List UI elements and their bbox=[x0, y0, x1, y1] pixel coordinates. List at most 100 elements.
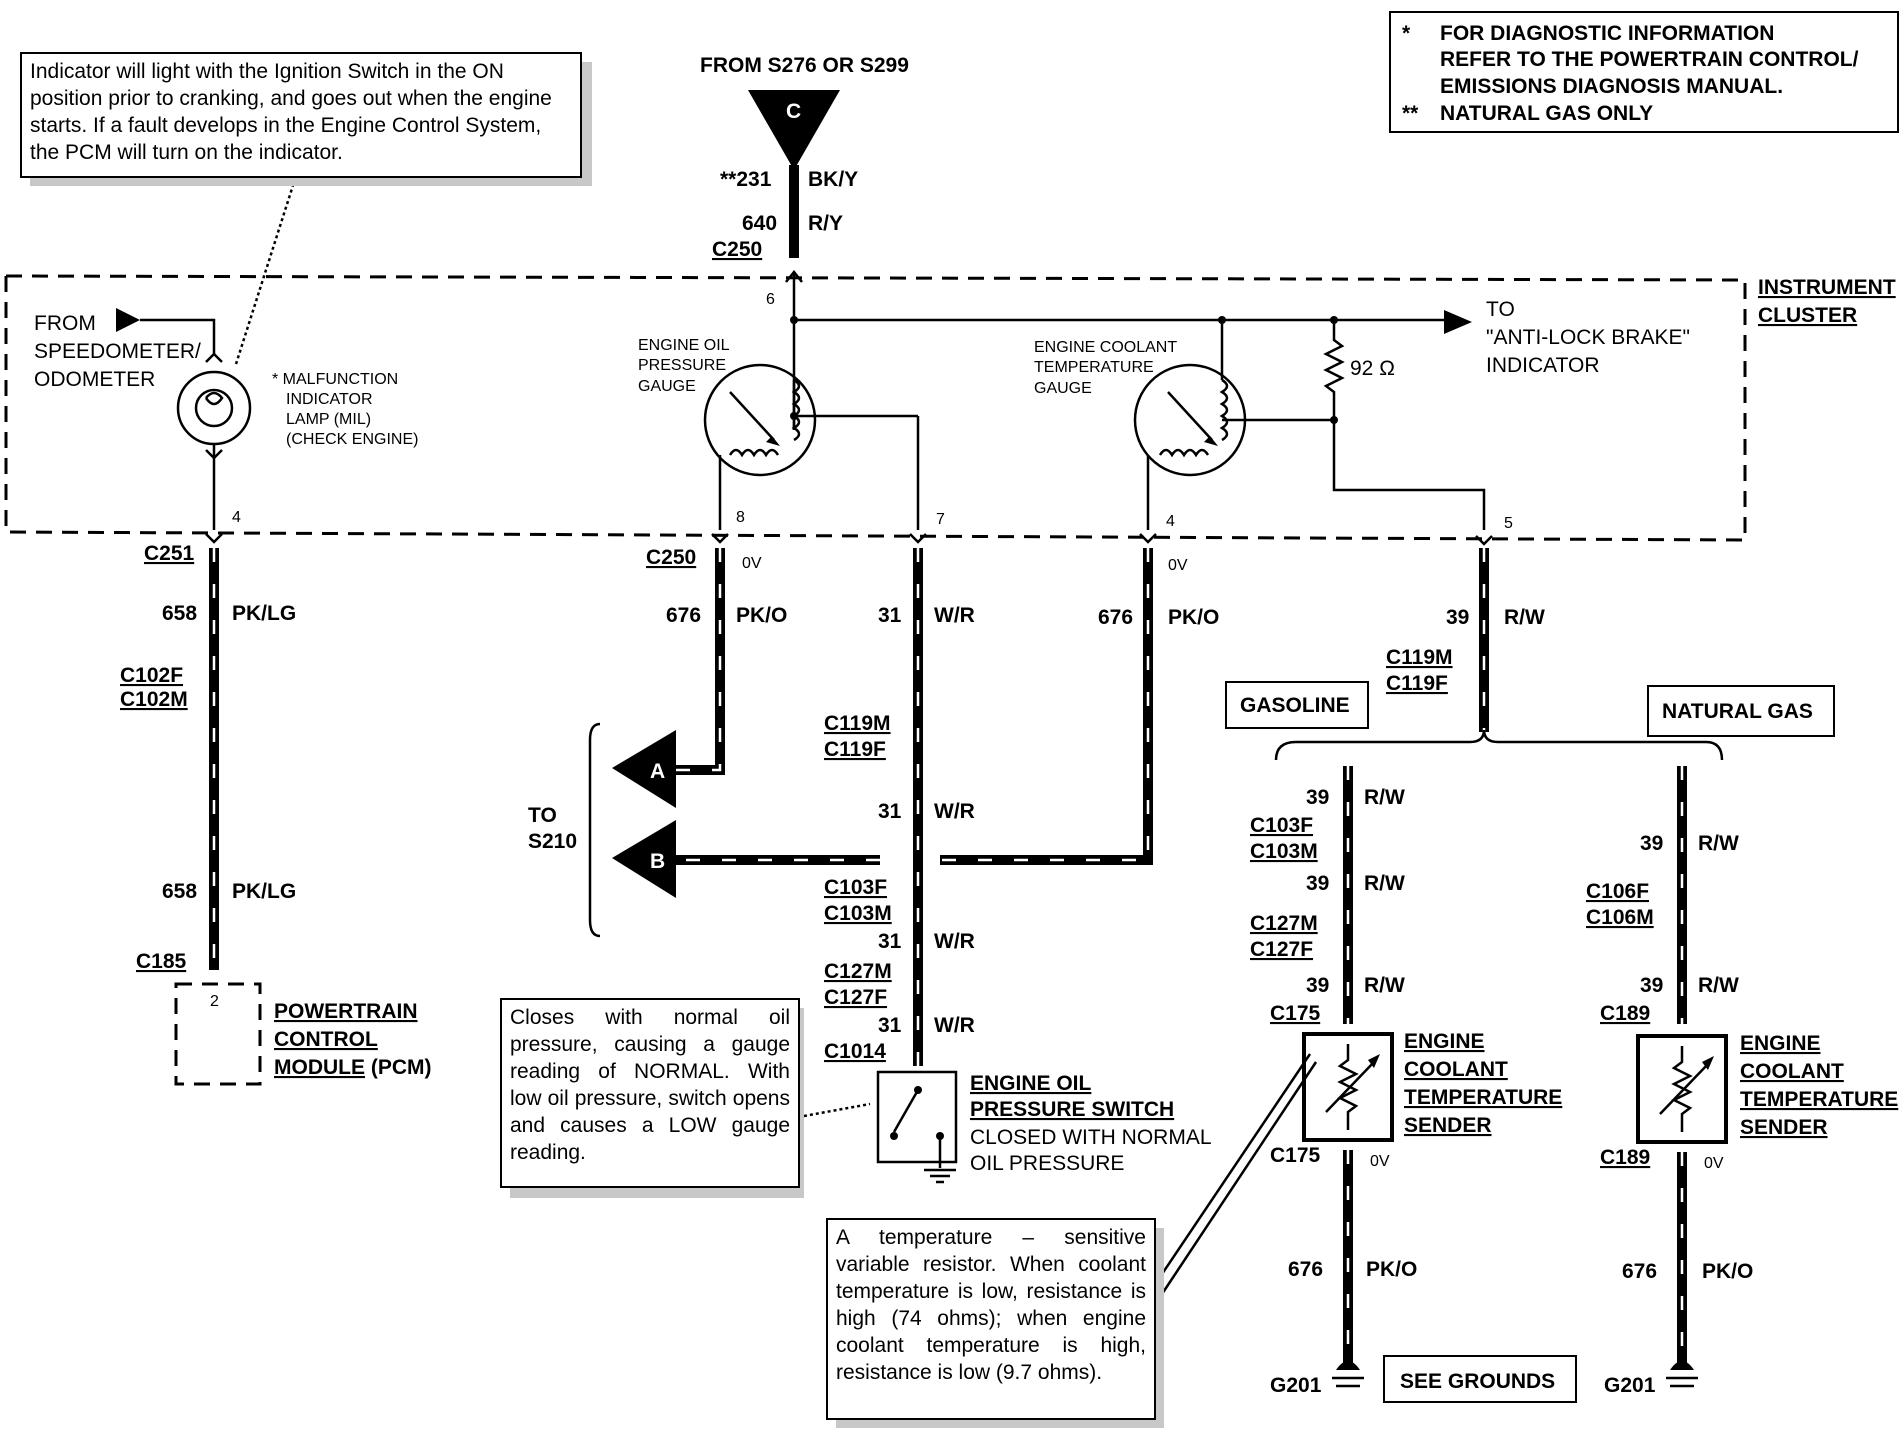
connector-label: C102M bbox=[120, 688, 188, 711]
oil-switch-note: Closes with normal oil pressure, causing… bbox=[500, 998, 800, 1188]
wire-color: PK/O bbox=[1168, 606, 1219, 629]
natural-gas-box bbox=[1647, 685, 1835, 737]
connector-label: C175 bbox=[1270, 1002, 1321, 1025]
sender-label: COOLANT bbox=[1740, 1060, 1844, 1083]
voltage-label: 0V bbox=[1168, 557, 1188, 574]
connector-a-arrow bbox=[612, 730, 676, 808]
wire-number: 31 bbox=[878, 800, 902, 823]
wire-number: 658 bbox=[162, 880, 197, 903]
wire-color: R/W bbox=[1504, 606, 1545, 629]
diagnostic-note-box: * FOR DIAGNOSTIC INFORMATION REFER TO TH… bbox=[1389, 11, 1899, 133]
ground-icon bbox=[1666, 1361, 1698, 1388]
speedo-arrow bbox=[116, 308, 140, 332]
pin-number: 8 bbox=[736, 509, 745, 526]
source-label: FROM S276 OR S299 bbox=[700, 54, 909, 77]
note-marker: ** bbox=[1402, 102, 1419, 125]
abs-label: INDICATOR bbox=[1486, 354, 1600, 377]
split-bracket bbox=[1274, 729, 1724, 761]
connector-label: C250 bbox=[646, 546, 696, 569]
wire-color: R/W bbox=[1698, 974, 1739, 997]
wire-color: R/W bbox=[1364, 872, 1405, 895]
mil-label: (CHECK ENGINE) bbox=[286, 431, 418, 448]
pin-number: 4 bbox=[1166, 513, 1175, 530]
callout-leader bbox=[234, 175, 298, 365]
sender-label: COOLANT bbox=[1404, 1058, 1508, 1081]
connector-c-label: C bbox=[786, 100, 801, 123]
connector-label: C185 bbox=[136, 950, 187, 973]
connector-label: C102F bbox=[120, 664, 183, 687]
note-line: EMISSIONS DIAGNOSIS MANUAL. bbox=[1440, 75, 1783, 98]
wire-number: 676 bbox=[666, 604, 701, 627]
wire-number: 39 bbox=[1306, 786, 1329, 809]
oil-switch-label: CLOSED WITH NORMAL bbox=[970, 1126, 1212, 1149]
mil-lamp-icon bbox=[176, 352, 252, 460]
oil-switch-label: ENGINE OIL bbox=[970, 1072, 1092, 1095]
pin-number: 6 bbox=[766, 291, 775, 308]
mil-label: INDICATOR bbox=[286, 391, 373, 408]
wire-number: 31 bbox=[878, 930, 902, 953]
pcm-label-module: MODULE bbox=[274, 1056, 365, 1079]
sender-label: TEMPERATURE bbox=[1404, 1086, 1562, 1109]
connector-label: C103F bbox=[1250, 814, 1313, 837]
coolant-gauge-label: TEMPERATURE bbox=[1034, 359, 1154, 376]
connector-symbol bbox=[1475, 535, 1493, 546]
connector-label: C127F bbox=[824, 986, 887, 1009]
wire-color: R/W bbox=[1698, 832, 1739, 855]
connector-label: C127F bbox=[1250, 938, 1313, 961]
speedo-label: FROM bbox=[34, 312, 96, 335]
connector-label: C119M bbox=[1386, 646, 1453, 669]
oil-pressure-gauge-icon bbox=[703, 363, 817, 477]
connector-label: C103M bbox=[1250, 840, 1318, 863]
coolant-gauge-label: ENGINE COOLANT bbox=[1034, 339, 1177, 356]
connector-b-arrow bbox=[612, 820, 676, 898]
wire-number: 640 bbox=[742, 212, 777, 235]
see-grounds-label: SEE GROUNDS bbox=[1400, 1370, 1555, 1393]
connector-label: C103M bbox=[824, 902, 892, 925]
wire-color: W/R bbox=[934, 800, 975, 823]
pcm-label: POWERTRAIN bbox=[274, 1000, 418, 1023]
abs-label: "ANTI-LOCK BRAKE" bbox=[1486, 326, 1690, 349]
note-marker: * bbox=[1402, 22, 1411, 45]
connector-symbol bbox=[1139, 533, 1157, 544]
junction-dot bbox=[1330, 416, 1338, 424]
wire-number: 39 bbox=[1446, 606, 1469, 629]
wire-color: W/R bbox=[934, 930, 975, 953]
wire-number: 39 bbox=[1640, 832, 1663, 855]
pcm-label-abbr: (PCM) bbox=[365, 1056, 432, 1079]
connector-label: C189 bbox=[1600, 1146, 1650, 1169]
s210-label: TO bbox=[528, 804, 557, 827]
instrument-cluster-boundary bbox=[4, 274, 1747, 542]
connector-label: C1014 bbox=[824, 1040, 886, 1063]
gasoline-box bbox=[1225, 681, 1369, 729]
mil-note: Indicator will light with the Ignition S… bbox=[20, 52, 582, 178]
connector-a-label: A bbox=[650, 760, 665, 783]
oil-gauge-label: PRESSURE bbox=[638, 357, 726, 374]
pcm-box bbox=[174, 982, 262, 1086]
wire-number: 676 bbox=[1622, 1260, 1657, 1283]
wire-color: R/W bbox=[1364, 974, 1405, 997]
connector-label: C189 bbox=[1600, 1002, 1650, 1025]
wire-number: 676 bbox=[1098, 606, 1133, 629]
oil-switch-label: PRESSURE SWITCH bbox=[970, 1098, 1174, 1121]
abs-label: TO bbox=[1486, 298, 1515, 321]
oil-pressure-switch-icon bbox=[876, 1070, 958, 1184]
abs-arrow bbox=[1444, 310, 1472, 334]
wire-stripe bbox=[668, 548, 722, 772]
voltage-label: 0V bbox=[742, 555, 762, 572]
connector-label: C127M bbox=[1250, 912, 1318, 935]
connector-label: C103F bbox=[824, 876, 887, 899]
pin-number: 7 bbox=[936, 511, 945, 528]
wire-number: 39 bbox=[1640, 974, 1663, 997]
resistor-label: 92 Ω bbox=[1350, 357, 1395, 380]
oil-switch-label: OIL PRESSURE bbox=[970, 1152, 1124, 1175]
connector-symbol bbox=[711, 533, 729, 544]
voltage-label: 0V bbox=[1704, 1155, 1724, 1172]
speedo-label: SPEEDOMETER/ bbox=[34, 340, 201, 363]
wire-color: PK/LG bbox=[232, 880, 296, 903]
coolant-sender-icon bbox=[1636, 1034, 1728, 1144]
coolant-temperature-gauge-icon bbox=[1133, 363, 1247, 477]
sender-label: ENGINE bbox=[1740, 1032, 1821, 1055]
wire-color: W/R bbox=[934, 604, 975, 627]
connector-symbol bbox=[785, 269, 803, 283]
ground-label: G201 bbox=[1270, 1374, 1322, 1397]
